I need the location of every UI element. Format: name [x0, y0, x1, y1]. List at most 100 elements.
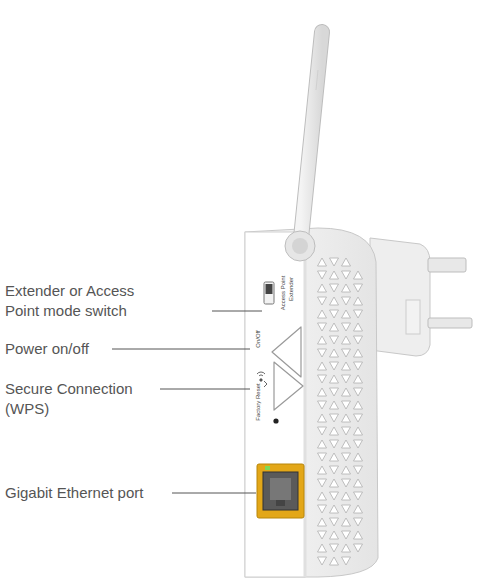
vent-triangle: [342, 453, 351, 461]
vent-triangle: [342, 557, 351, 565]
vent-triangle: [354, 310, 363, 318]
vent-triangle: [354, 336, 363, 344]
vent-triangle: [354, 414, 363, 422]
vent-triangle: [342, 414, 351, 422]
callout-label: Gigabit Ethernet port: [5, 483, 175, 503]
vent-triangle: [318, 336, 327, 344]
vent-triangle: [330, 440, 339, 448]
vent-triangle: [318, 362, 327, 370]
vent-triangle: [354, 492, 363, 500]
vent-triangle: [318, 349, 327, 357]
mode-switch: [264, 282, 274, 304]
vent-triangle: [354, 518, 363, 526]
vent-triangle: [318, 284, 327, 292]
vent-triangle: [318, 531, 327, 539]
mains-plug: [370, 238, 472, 356]
vent-triangle: [330, 349, 339, 357]
vent-triangle: [354, 323, 363, 331]
vent-triangle: [342, 336, 351, 344]
vent-triangle: [354, 388, 363, 396]
vent-triangle: [354, 297, 363, 305]
vent-triangle: [318, 479, 327, 487]
vent-triangle: [318, 297, 327, 305]
vent-triangle: [342, 323, 351, 331]
vent-triangle: [330, 544, 339, 552]
vent-triangle: [354, 531, 363, 539]
vent-triangle: [354, 453, 363, 461]
vent-triangle: [354, 375, 363, 383]
vent-triangle: [342, 518, 351, 526]
vent-triangle: [354, 362, 363, 370]
vent-triangle: [354, 479, 363, 487]
vent-triangle: [342, 440, 351, 448]
device-marking: Access Point: [280, 276, 287, 311]
vent-triangle: [342, 297, 351, 305]
vent-triangle: [330, 531, 339, 539]
vent-triangle: [342, 505, 351, 513]
vent-triangle: [318, 427, 327, 435]
vent-triangle: [354, 466, 363, 474]
vent-triangle: [342, 271, 351, 279]
vent-triangle: [342, 310, 351, 318]
vent-triangle: [354, 505, 363, 513]
device-marking: On/Off: [255, 330, 262, 348]
vent-triangle: [318, 505, 327, 513]
vent-triangle: [330, 258, 339, 266]
vent-triangle: [318, 271, 327, 279]
vent-triangle: [330, 466, 339, 474]
reset-hole: [273, 418, 278, 423]
vent-triangle: [330, 414, 339, 422]
housing-side: [245, 228, 378, 577]
vent-triangle: [330, 310, 339, 318]
vent-triangle: [330, 557, 339, 565]
vent-triangle: [342, 349, 351, 357]
vent-triangle: [354, 284, 363, 292]
vent-triangle: [330, 323, 339, 331]
vent-triangle: [342, 401, 351, 409]
vent-triangle: [342, 258, 351, 266]
callout-label: Extender or Access Point mode switch: [5, 281, 165, 321]
vent-triangle: [318, 375, 327, 383]
vent-triangle: [342, 427, 351, 435]
device-marking: Factory Reset: [255, 383, 262, 420]
vent-triangle: [318, 466, 327, 474]
vent-triangle: [318, 518, 327, 526]
vent-triangle: [318, 557, 327, 565]
vent-triangle: [354, 427, 363, 435]
callout-label: Power on/off: [5, 339, 165, 359]
front-face: [245, 232, 305, 577]
vent-triangle: [330, 492, 339, 500]
vent-triangle: [318, 440, 327, 448]
vent-triangle: [342, 362, 351, 370]
vent-triangle: [318, 492, 327, 500]
vent-triangle: [330, 271, 339, 279]
callout-label: Secure Connection (WPS): [5, 379, 165, 419]
vent-triangle: [354, 401, 363, 409]
vent-triangle: [354, 440, 363, 448]
vent-triangle: [342, 479, 351, 487]
vent-triangle: [318, 258, 327, 266]
vent-triangle: [318, 453, 327, 461]
vent-triangle: [330, 479, 339, 487]
vent-triangle: [330, 336, 339, 344]
vent-triangle: [330, 388, 339, 396]
vent-triangle: [342, 284, 351, 292]
vent-triangle: [342, 531, 351, 539]
vent-triangle: [330, 284, 339, 292]
vent-triangle: [330, 362, 339, 370]
vent-triangle: [318, 323, 327, 331]
vent-triangle: [342, 544, 351, 552]
vent-triangle: [330, 297, 339, 305]
antenna: [285, 32, 322, 261]
ethernet-port: [257, 464, 304, 518]
vent-triangle: [330, 401, 339, 409]
vent-triangle: [354, 271, 363, 279]
wps-button: [274, 362, 303, 410]
vent-triangle: [330, 427, 339, 435]
vent-triangle: [330, 375, 339, 383]
vent-pattern: [318, 258, 363, 565]
leader-lines: [112, 311, 262, 493]
vent-triangle: [330, 518, 339, 526]
vent-triangle: [354, 544, 363, 552]
